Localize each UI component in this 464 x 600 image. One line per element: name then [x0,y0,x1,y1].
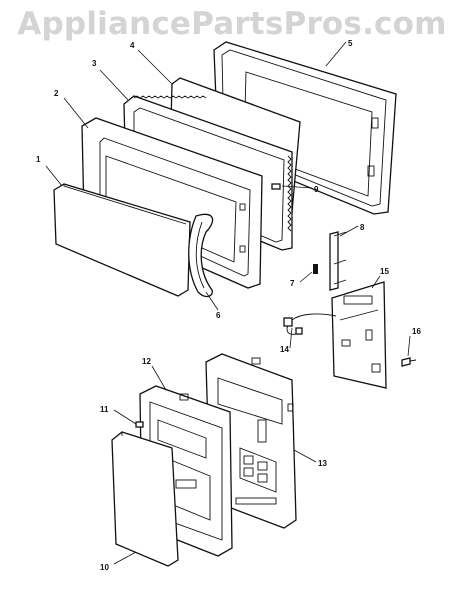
callout-15: 15 [380,267,389,276]
callout-numbers: 1 2 3 4 5 6 7 8 9 10 11 12 13 14 15 16 [36,39,421,572]
callout-3: 3 [92,59,97,68]
part-7-small-part [313,264,318,274]
part-1-door-panel [53,183,191,297]
part-8-latch-bracket [329,231,347,291]
callout-6: 6 [216,311,221,320]
callout-8: 8 [360,223,365,232]
watermark: AppliancePartsPros.com [17,6,447,42]
part-2-door-assembly [81,117,263,289]
part-6-handle [188,213,214,298]
callout-9: 9 [314,185,319,194]
part-10-panel-overlay [111,431,179,567]
leader-lines [45,41,411,565]
callout-12: 12 [142,357,151,366]
callout-1: 1 [36,155,41,164]
part-15-control-board [331,281,387,389]
callout-16: 16 [412,327,421,336]
part-14-wire-harness [283,313,337,335]
callout-11: 11 [100,405,109,414]
part-11-clip [135,421,144,428]
callout-13: 13 [318,459,327,468]
part-16-screw [401,357,417,367]
callout-7: 7 [290,279,295,288]
callout-2: 2 [54,89,59,98]
callout-14: 14 [280,345,289,354]
part-9-clip [271,183,281,190]
callout-4: 4 [130,41,135,50]
callout-5: 5 [348,39,353,48]
callout-10: 10 [100,563,109,572]
